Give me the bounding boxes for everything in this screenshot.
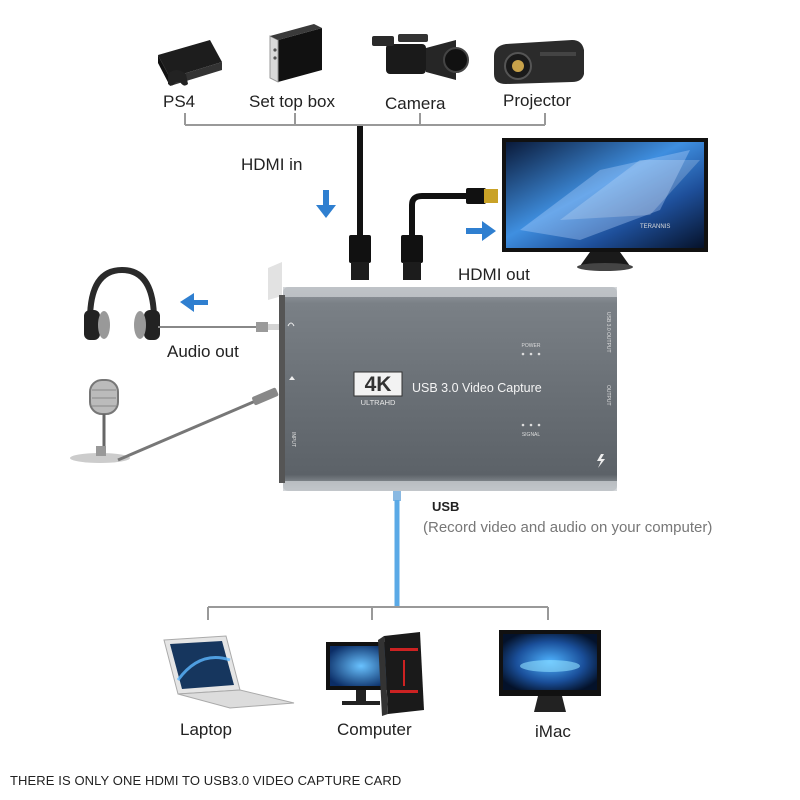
badge-ultrahd: ULTRAHD — [361, 398, 396, 407]
signal-label: SIGNAL — [522, 432, 541, 438]
set-top-box-icon — [269, 24, 322, 83]
footer-note: THERE IS ONLY ONE HDMI TO USB3.0 VIDEO C… — [10, 773, 402, 788]
projector-icon — [494, 40, 584, 84]
video-camera-icon — [372, 34, 469, 80]
device-title: USB 3.0 Video Capture — [412, 381, 542, 395]
laptop-label: Laptop — [180, 720, 232, 739]
power-led — [529, 352, 533, 356]
input-label: INPUT — [290, 432, 296, 447]
power-led — [537, 352, 541, 356]
projector-label: Projector — [503, 91, 572, 110]
usb-output-label: USB 3.0 OUTPUT — [605, 312, 611, 353]
computer-label: Computer — [337, 720, 412, 739]
audio-cable — [158, 322, 284, 332]
game-console-icon — [158, 40, 222, 86]
monitor-icon: TERANNIS — [502, 138, 708, 271]
mic-cable — [117, 387, 279, 462]
computer-bracket — [207, 606, 549, 620]
monitor-brand: TERANNIS — [640, 224, 670, 230]
mic-port-icon — [289, 376, 295, 380]
hdmi-in-arrow — [316, 190, 336, 218]
signal-led — [521, 423, 525, 427]
camera-label: Camera — [385, 94, 446, 113]
imac-label: iMac — [535, 722, 571, 741]
signal-led — [529, 423, 533, 427]
hdmi-out-arrow — [466, 221, 496, 241]
badge-4k: 4K — [365, 373, 392, 396]
usb-label: USB — [432, 499, 460, 514]
lightning-icon — [597, 454, 605, 468]
headphone-port-icon — [287, 322, 295, 327]
desktop-computer-icon — [326, 632, 424, 716]
output-label: OUTPUT — [605, 385, 611, 406]
ps4-label: PS4 — [163, 92, 196, 111]
usb-cable — [393, 491, 401, 607]
usb-note: (Record video and audio on your computer… — [423, 519, 713, 536]
source-bracket — [184, 113, 546, 126]
power-label: POWER — [522, 343, 541, 349]
audio-out-label: Audio out — [167, 342, 239, 361]
microphone-icon — [70, 379, 130, 463]
set-top-box-label: Set top box — [249, 92, 336, 111]
power-led — [521, 352, 525, 356]
hdmi-out-cable — [401, 188, 498, 280]
imac-icon — [499, 630, 601, 712]
hdmi-out-label: HDMI out — [458, 265, 530, 284]
headphones-icon — [84, 266, 160, 340]
audio-out-arrow — [180, 293, 208, 312]
hdmi-in-label: HDMI in — [241, 155, 303, 174]
signal-led — [537, 423, 541, 427]
capture-device: 4K ULTRAHD USB 3.0 Video Capture POWER S… — [268, 262, 617, 491]
hdmi-in-cable — [349, 126, 371, 280]
laptop-icon — [163, 635, 295, 709]
